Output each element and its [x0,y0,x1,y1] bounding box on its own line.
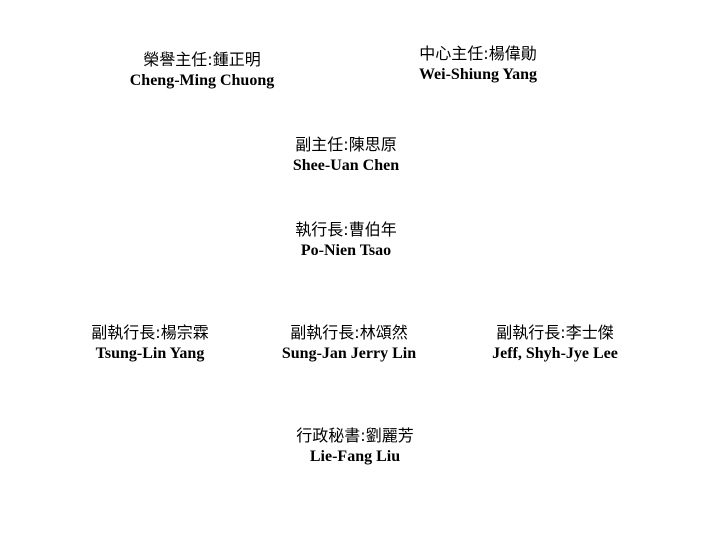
member-name: Wei-Shiung Yang [418,66,538,83]
member-name: Shee-Uan Chen [292,157,400,174]
member-name: Po-Nien Tsao [300,242,392,259]
member-role: 榮譽主任:鍾正明 [143,50,261,69]
member-executive-officer: 執行長:曹伯年 Po-Nien Tsao [276,219,416,261]
member-deputy-exec-2: 副執行長:林頌然 Sung-Jan Jerry Lin [264,322,434,364]
member-admin-secretary: 行政秘書:劉麗芳 Lie-Fang Liu [280,425,430,467]
member-honorary-director: 榮譽主任:鍾正明 Cheng-Ming Chuong [112,49,292,91]
member-deputy-director: 副主任:陳思原 Shee-Uan Chen [276,134,416,176]
member-role: 副執行長:楊宗霖 [91,323,209,342]
member-role: 副主任:陳思原 [295,135,397,154]
member-center-director: 中心主任:楊偉勛 Wei-Shiung Yang [398,43,558,85]
member-name: Tsung-Lin Yang [95,345,205,362]
member-role: 執行長:曹伯年 [295,220,397,239]
member-deputy-exec-1: 副執行長:楊宗霖 Tsung-Lin Yang [70,322,230,364]
member-role: 中心主任:楊偉勛 [419,44,537,63]
member-deputy-exec-3: 副執行長:李士傑 Jeff, Shyh-Jye Lee [470,322,640,364]
member-name: Jeff, Shyh-Jye Lee [492,345,618,362]
member-role: 行政秘書:劉麗芳 [296,426,414,445]
member-role: 副執行長:李士傑 [496,323,614,342]
member-name: Sung-Jan Jerry Lin [281,345,417,362]
member-name: Lie-Fang Liu [309,448,401,465]
member-name: Cheng-Ming Chuong [129,72,275,89]
member-role: 副執行長:林頌然 [290,323,408,342]
